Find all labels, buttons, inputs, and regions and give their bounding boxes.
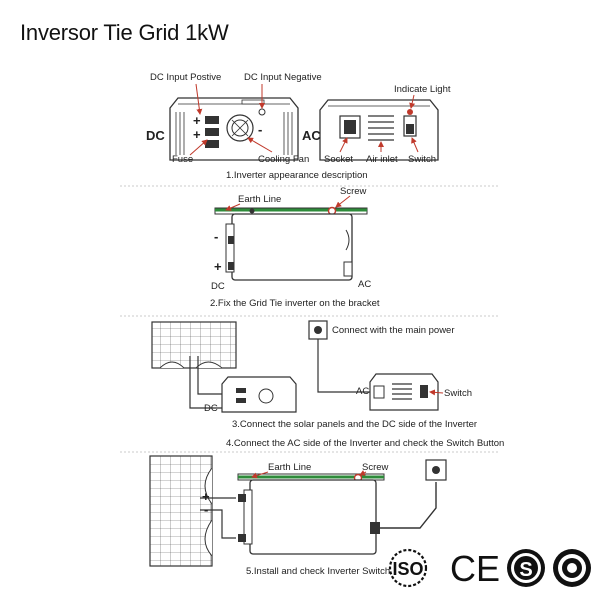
step5-screw-label: Screw [362,462,389,473]
label-socket: Socket [324,154,353,165]
dc-plus-sign: + [193,113,201,128]
step2-ac-label: AC [358,279,371,290]
step2-screw-label: Screw [340,186,367,197]
step5-plus: + [202,489,210,504]
iso-text: ISO [392,559,423,579]
step2-group: Earth Line Screw - + DC AC 2.Fix the Gri… [210,186,380,309]
step2-caption: 2.Fix the Grid Tie inverter on the brack… [210,298,380,309]
step3-main-power-label: Connect with the main power [332,325,455,336]
step5-caption: 5.Install and check Inverter Switch [246,566,390,577]
dc-plus-sign-2: + [193,127,201,142]
label-dc-input-negative: DC Input Negative [244,72,322,83]
step1-caption: 1.Inverter appearance description [226,170,368,181]
label-fuse: Fuse [172,154,193,165]
svg-text:S: S [519,559,532,581]
label-switch: Switch [408,154,436,165]
label-indicate-light: Indicate Light [394,84,451,95]
step2-earth-line-label: Earth Line [238,194,281,205]
label-dc-input-positive: DC Input Postive [150,72,221,83]
step2-minus: - [214,229,218,244]
step2-plus: + [214,259,222,274]
dc-minus-sign: - [258,122,262,137]
page-title: Inversor Tie Grid 1kW [20,20,229,45]
label-air-inlet: Air inlet [366,154,398,165]
step3-switch-label: Switch [444,388,472,399]
iso-logo: ISO [388,548,428,588]
step4-caption: 4.Connect the AC side of the Inverter an… [226,438,504,449]
step3-solar-panel [151,321,237,369]
seal-logo [553,549,591,587]
inverter-ac-side [319,99,439,161]
step5-minus: - [204,502,208,517]
s-mark-logo: S [507,549,545,587]
step3-group: DC Connect with the main power AC Switch… [151,320,477,430]
step1-group: + + - DC DC Input Postive DC Input Negat… [146,72,451,181]
certification-logos: ISO CE S [388,548,591,589]
step2-dc-label: DC [211,281,225,292]
step1-ac-label: AC [302,128,321,143]
step5-group: + - Earth Line Screw 5.Install and check… [149,455,447,577]
step3-ac-label: AC [356,386,369,397]
ce-mark: CE [450,548,500,589]
step5-solar-panel [149,455,213,567]
step5-earth-line-label: Earth Line [268,462,311,473]
step3-caption: 3.Connect the solar panels and the DC si… [232,419,477,430]
label-cooling-fan: Cooling Fan [258,154,309,165]
inverter-dc-side: + + - [169,97,299,161]
step3-dc-label: DC [204,403,218,414]
step1-dc-label: DC [146,128,165,143]
